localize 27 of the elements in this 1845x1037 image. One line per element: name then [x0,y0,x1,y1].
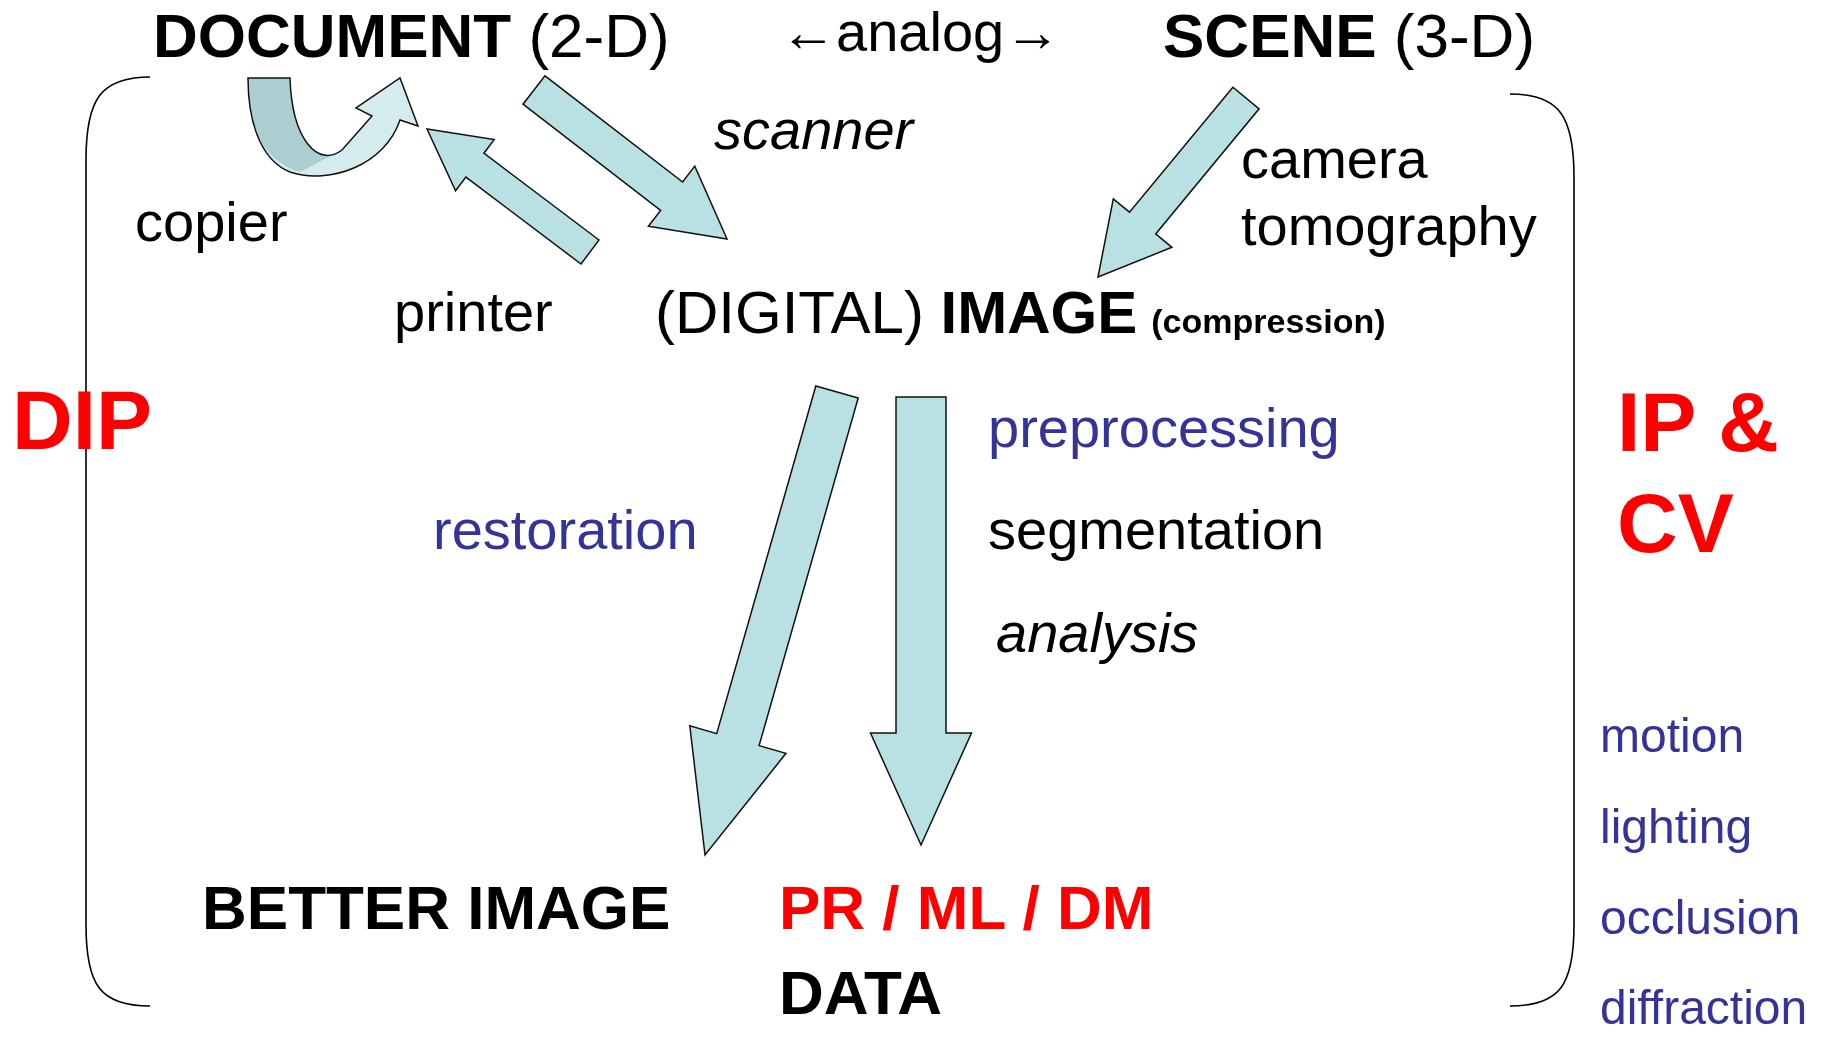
side-heading: IP & CV [1617,374,1780,572]
block-arrow [425,128,601,266]
edge-label: printer [394,280,553,345]
node-label: DATA [779,957,942,1029]
block-arrow [247,77,419,177]
node-label: (compression) [1151,302,1386,342]
factor-label: lighting [1600,799,1753,855]
edge-label: restoration [433,498,698,563]
step-label: segmentation [988,498,1325,563]
factor-label: diffraction [1600,980,1808,1036]
node-label: BETTER IMAGE [202,872,671,944]
step-label: preprocessing [988,396,1340,461]
factor-label: occlusion [1600,890,1801,946]
block-arrow [1097,86,1261,279]
node-label: SCENE (3-D) [1163,0,1536,72]
block-arrow [869,396,973,847]
edge-label: scanner [714,98,914,163]
analog-label: ←analog→ [780,0,1061,65]
edge-label: copier [135,190,288,255]
block-arrow [688,385,860,857]
node-label: (DIGITAL) IMAGE [655,278,1138,347]
edge-label: camera tomography [1241,126,1538,260]
node-label: PR / ML / DM [779,872,1154,944]
block-arrow [521,74,729,240]
factor-label: motion [1600,708,1745,764]
step-label: analysis [996,601,1199,666]
node-label: DOCUMENT (2-D) [153,0,670,72]
